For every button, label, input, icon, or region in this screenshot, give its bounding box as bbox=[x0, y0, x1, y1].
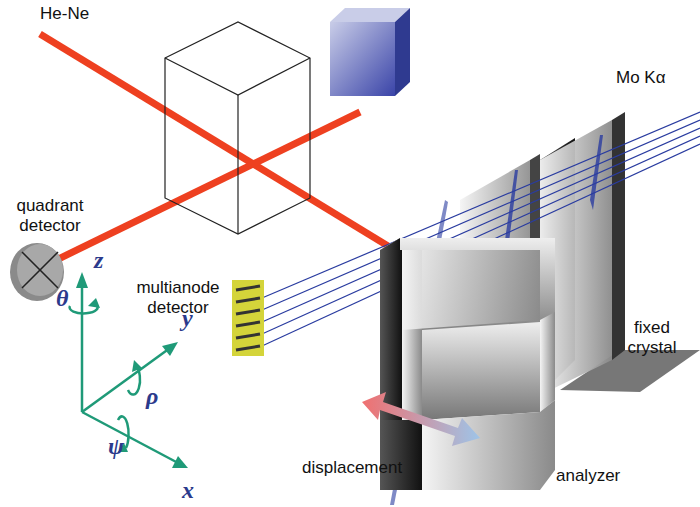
source-label: Mo Kα bbox=[616, 68, 696, 88]
multianode-detector bbox=[232, 280, 264, 356]
axis-label: x bbox=[182, 478, 212, 502]
axis-label: z bbox=[94, 248, 124, 272]
mirror-block bbox=[330, 8, 410, 96]
crystal-label: analyzer bbox=[556, 466, 646, 486]
displacement-arrow bbox=[362, 392, 480, 446]
laser-label: He-Ne bbox=[40, 4, 120, 24]
rotation-label: ψ bbox=[108, 434, 138, 458]
axis-label: y bbox=[182, 306, 212, 330]
beam-splitter-cube bbox=[165, 22, 310, 234]
detector-label: multianode detector bbox=[128, 278, 228, 319]
quadrant-detector bbox=[10, 243, 64, 301]
motion-label: displacement bbox=[302, 458, 422, 478]
rotation-label: θ bbox=[56, 286, 86, 310]
crystal-label: fixed crystal bbox=[612, 318, 692, 359]
laser-beam bbox=[40, 34, 388, 266]
detector-label: quadrant detector bbox=[4, 196, 96, 237]
rotation-label: ρ bbox=[146, 384, 176, 408]
x-ray-beam bbox=[262, 112, 700, 505]
analyzer-crystal bbox=[380, 238, 555, 490]
